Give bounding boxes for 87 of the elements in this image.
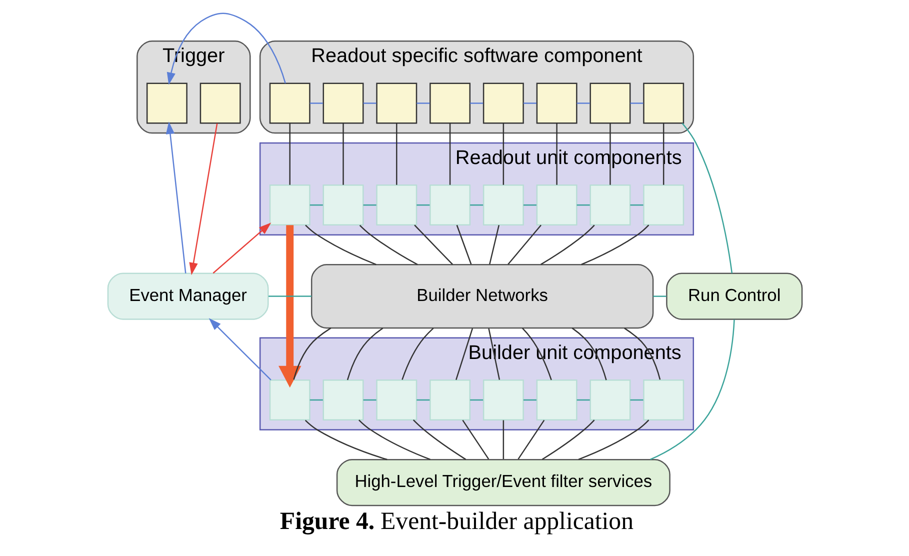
arrow [188,123,218,276]
connector [652,296,666,297]
node-box: Event Manager [106,272,268,320]
connector [470,102,483,104]
node-box [199,82,240,124]
node-box [589,82,630,124]
arrow [165,122,186,274]
node-box [536,184,577,226]
connector [502,420,504,460]
connector [268,296,312,297]
node-box [536,380,577,420]
connector [540,224,594,265]
connector [630,399,643,401]
node-box [376,380,417,420]
node-box [589,184,630,226]
connector [309,102,322,104]
node-box: Builder Networks [310,264,654,329]
node-box [642,184,684,226]
node-box [642,82,684,124]
connector [416,399,430,401]
connector [309,399,322,401]
node-box [429,184,470,226]
node-box [146,82,187,124]
connector [309,204,322,206]
node-box [268,380,310,420]
connector [416,204,430,206]
connector [358,420,430,460]
connector [362,204,376,206]
connector [448,123,450,185]
connector [522,399,536,401]
connector [304,224,376,266]
connector [578,420,649,460]
connector [488,224,500,265]
node-box [482,82,524,124]
connector [522,102,536,104]
arrow [278,225,301,388]
node-box [322,184,364,226]
connector [650,320,734,460]
arrow [166,12,286,85]
connector [470,204,483,206]
node-box [536,82,577,124]
connector [455,328,473,380]
connector [304,420,387,460]
node-box [376,82,417,124]
connector [576,399,590,401]
connector [346,328,383,380]
connector [416,102,430,104]
connector [630,204,643,206]
connector [462,420,489,460]
connector [456,224,472,265]
node-box [482,184,524,226]
node-box: Run Control [666,272,802,320]
connector [580,224,649,266]
connector [362,102,376,104]
node-box [482,380,524,420]
connector [576,102,590,104]
connector [576,204,590,206]
node-box [322,82,364,124]
node-box [429,380,470,420]
connector [681,122,732,274]
connector [288,123,290,185]
connector [342,123,344,185]
arrow [208,318,271,380]
connector [358,224,418,266]
node-box [376,184,417,226]
connector [470,399,483,401]
node-box [322,380,364,420]
connector [541,420,594,460]
connector [522,204,536,206]
node-box [268,82,310,124]
connector [630,102,643,104]
connector [292,328,331,380]
caption: Figure 4. Event-builder application [279,508,634,536]
connector [396,123,397,185]
connector [412,420,466,460]
node-box [429,82,470,124]
connector [414,224,453,265]
connector [507,224,541,265]
node-box [642,380,684,420]
connector [401,328,434,380]
node-box [589,380,630,420]
node-box [268,184,310,226]
node-box: High-Level Trigger/Event filter services [336,458,670,506]
connector [517,420,544,460]
connector [362,399,376,401]
cluster: Readout specific software component [258,40,694,134]
arrow [212,222,271,274]
